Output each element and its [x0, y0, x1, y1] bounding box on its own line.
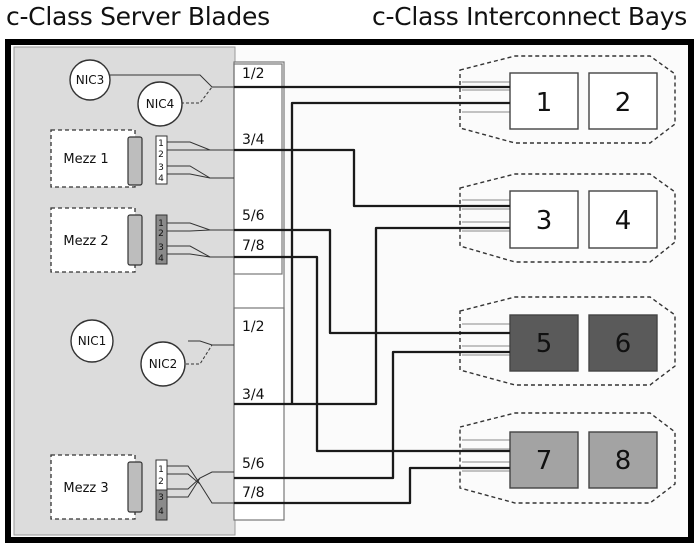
bay-number-7: 7: [536, 446, 553, 476]
mezz2-connector: [127, 214, 143, 266]
mezz3-port-4: 4: [158, 507, 164, 517]
interconnect-bays: [509, 72, 658, 489]
midplane-label-lower-5-6: 5/6: [242, 456, 265, 472]
nic3-circle: [69, 59, 111, 101]
mezz3-port-3: 3: [158, 493, 164, 503]
nic1-circle: [70, 319, 114, 363]
link-mezz3-56-bay-5: [234, 350, 510, 480]
bay-number-3: 3: [536, 206, 553, 236]
midplane-strip-outer: [233, 61, 285, 521]
midplane-label-upper-3-4: 3/4: [242, 132, 265, 148]
mezz-labels: Mezz 1 Mezz 2 Mezz 3: [63, 152, 108, 496]
mezz-boxes: [50, 129, 136, 520]
midplane-block-upper: [233, 63, 283, 275]
link-nic-lower-12-bay-1: [290, 101, 510, 404]
link-mezz2-78-bay-7: [234, 255, 510, 453]
midplane-label-upper-7-8: 7/8: [242, 238, 265, 254]
mezz1-port-2: 2: [158, 150, 164, 160]
mezz3-port-2: 2: [158, 477, 164, 487]
mezz2-port-strip: [155, 214, 168, 265]
mezz2-label: Mezz 2: [63, 234, 108, 249]
nic4-circle: [137, 81, 183, 127]
mezz1-port-strip: [155, 135, 168, 185]
mezz2-box: [50, 207, 136, 273]
mezz-connectors: [127, 136, 143, 513]
midplane-labels: 1/2 3/4 5/6 7/8 1/2 3/4 5/6 7/8: [242, 66, 265, 501]
blade-wiring: [109, 74, 234, 504]
mezz-port-numbers: 1 2 3 4 1 2 3 4 1 2 3 4: [158, 139, 164, 517]
mezz3-label: Mezz 3: [63, 481, 108, 496]
mezz3-port-1: 1: [158, 465, 164, 475]
bay-number-4: 4: [615, 206, 632, 236]
midplane: [233, 61, 285, 521]
bay-8: [588, 431, 658, 489]
bay-1: [509, 72, 579, 130]
link-mezz1-bay-3: [234, 148, 510, 208]
mezz2-port-2: 2: [158, 229, 164, 239]
nic2-label: NIC2: [149, 357, 178, 371]
nic-labels: NIC3 NIC4 NIC1 NIC2: [76, 73, 178, 371]
interconnect-bays-heading: c-Class Interconnect Bays: [372, 2, 688, 31]
bay-number-6: 6: [615, 329, 632, 359]
midplane-label-lower-1-2: 1/2: [242, 319, 265, 335]
midplane-label-lower-7-8: 7/8: [242, 485, 265, 501]
mezz2-port-1: 1: [158, 219, 164, 229]
midplane-label-upper-1-2: 1/2: [242, 66, 265, 82]
link-nic-lower-34-bay-3: [234, 226, 510, 406]
bay-number-1: 1: [536, 88, 553, 118]
bay-6: [588, 314, 658, 372]
bay-number-5: 5: [536, 329, 553, 359]
bay-7: [509, 431, 579, 489]
mezz1-label: Mezz 1: [63, 152, 108, 167]
bay-number-2: 2: [615, 88, 632, 118]
mezz1-port-1: 1: [158, 139, 164, 149]
bay-pair-outline-7-8: [459, 412, 676, 504]
bay-pair-outlines: [459, 55, 676, 504]
bay-4: [588, 190, 658, 249]
bay-5: [509, 314, 579, 372]
bay-pair-outline-1-2: [459, 55, 676, 144]
bay-2: [588, 72, 658, 130]
mezz1-box: [50, 129, 136, 188]
mezz1-port-3: 3: [158, 163, 164, 173]
bay-pair-outline-3-4: [459, 173, 676, 263]
bay-numbers: 1 2 3 4 5 6 7 8: [536, 88, 632, 476]
bay-pair-outline-5-6: [459, 296, 676, 386]
nic1-label: NIC1: [78, 334, 107, 348]
bay-number-8: 8: [615, 446, 632, 476]
bay-3: [509, 190, 579, 249]
mezz1-connector: [127, 136, 143, 186]
link-mezz3-78-bay-7: [234, 466, 510, 505]
link-mezz2-56-bay-5: [234, 228, 510, 335]
mezz3-connector: [127, 461, 143, 513]
midplane-label-upper-5-6: 5/6: [242, 208, 265, 224]
midplane-label-lower-3-4: 3/4: [242, 387, 265, 403]
mezz2-port-3: 3: [158, 243, 164, 253]
nic3-label: NIC3: [76, 73, 105, 87]
mezz3-port-strip-shaded: [155, 489, 168, 521]
nic2-circle: [140, 341, 186, 387]
connection-lines: [234, 85, 510, 505]
nics: [69, 59, 186, 387]
server-blades-heading: c-Class Server Blades: [6, 2, 270, 31]
nic4-label: NIC4: [146, 97, 175, 111]
mezz1-port-4: 4: [158, 174, 164, 184]
mezz2-port-4: 4: [158, 254, 164, 264]
mezz-port-strips: [155, 135, 168, 521]
